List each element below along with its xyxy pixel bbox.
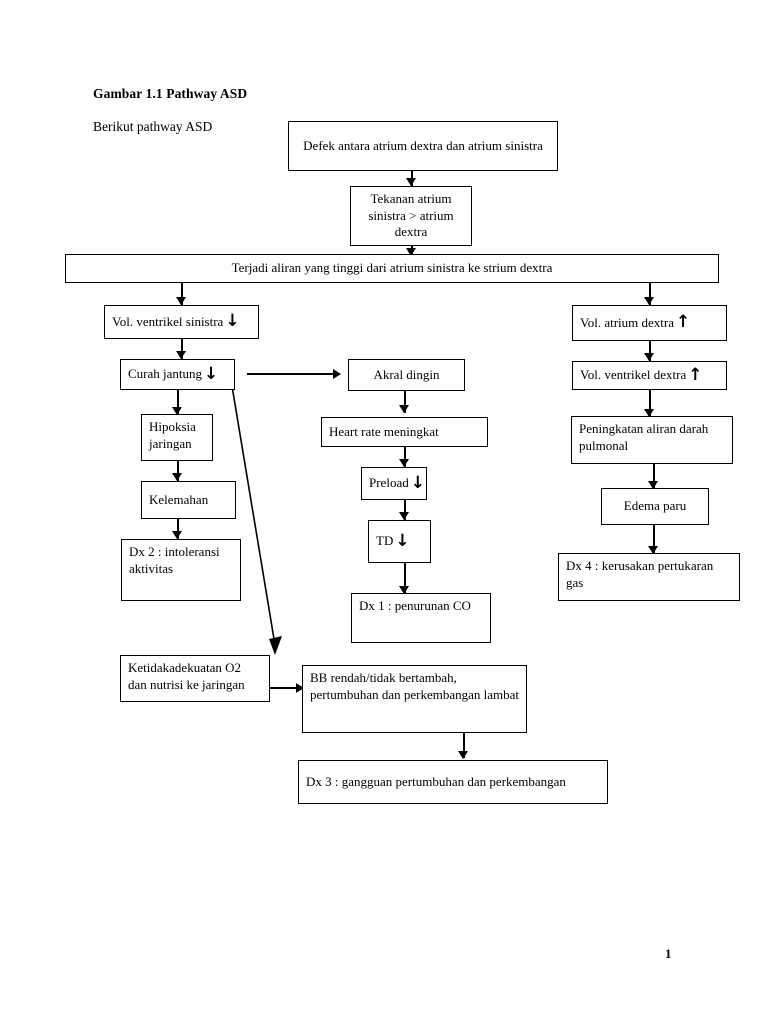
arrowhead-aliran-volad [644, 297, 654, 305]
arrowhead-volvd-peningkatan [644, 409, 654, 417]
node-defek[interactable]: Defek antara atrium dextra dan atrium si… [288, 121, 558, 171]
arrowhead-edema-dx4 [648, 546, 658, 554]
node-vol-atrium-dextra-label: Vol. atrium dextra [580, 314, 674, 330]
node-bb-rendah-label: BB rendah/tidak bertambah, pertumbuhan d… [310, 670, 520, 702]
node-hipoksia-jaringan[interactable]: Hipoksia jaringan [141, 414, 213, 461]
connector-td-dx1 [404, 563, 406, 593]
node-kelemahan-label: Kelemahan [149, 491, 209, 507]
node-dx4-label: Dx 4 : kerusakan pertukaran gas [566, 558, 714, 590]
arrowhead-kelemahan-dx2 [172, 531, 182, 539]
node-hipoksia-jaringan-label: Hipoksia jaringan [149, 419, 196, 451]
node-peningkatan-aliran-label: Peningkatan aliran darah pulmonal [579, 421, 709, 453]
node-vol-ventrikel-dextra-label: Vol. ventrikel dextra [580, 367, 687, 383]
connector-edema-dx4 [653, 525, 655, 553]
down-arrow-icon: ↓ [225, 311, 240, 332]
arrowhead-aliran-volvs [176, 297, 186, 305]
node-dx3-label: Dx 3 : gangguan pertumbuhan dan perkemba… [306, 773, 566, 789]
arrowhead-defek-tekanan [406, 178, 416, 186]
node-ketidakadekuatan-o2[interactable]: Ketidakadekuatan O2 dan nutrisi ke jarin… [120, 655, 270, 702]
node-dx4[interactable]: Dx 4 : kerusakan pertukaran gas [558, 553, 740, 601]
down-arrow-icon: ↓ [410, 472, 425, 493]
node-vol-ventrikel-sinistra[interactable]: Vol. ventrikel sinistra↓ [104, 305, 259, 339]
connector-ketidak-bb [270, 687, 302, 689]
arrowhead-curah-akral [333, 369, 341, 379]
connector-curah-akral [247, 373, 339, 375]
node-dx1[interactable]: Dx 1 : penurunan CO [351, 593, 491, 643]
connector-curah-ketidakadekuatan [230, 379, 282, 655]
node-heart-rate-meningkat[interactable]: Heart rate meningkat [321, 417, 488, 447]
node-akral-dingin-label: Akral dingin [373, 366, 440, 382]
node-dx1-label: Dx 1 : penurunan CO [359, 598, 471, 613]
node-edema-paru-label: Edema paru [623, 498, 687, 514]
connector-kelemahan-dx2 [177, 519, 179, 539]
node-kelemahan[interactable]: Kelemahan [141, 481, 236, 519]
page-title: Gambar 1.1 Pathway ASD [93, 86, 248, 101]
node-dx2-label: Dx 2 : intoleransi aktivitas [129, 544, 220, 576]
connector-volvs-curah [181, 339, 183, 359]
node-peningkatan-aliran[interactable]: Peningkatan aliran darah pulmonal [571, 416, 733, 464]
node-tekanan-atrium-label: Tekanan atrium sinistra > atrium dextra [368, 190, 454, 240]
node-tekanan-atrium[interactable]: Tekanan atrium sinistra > atrium dextra [350, 186, 472, 246]
arrowhead-tekanan-aliran [406, 248, 416, 256]
intro-text: Berikut pathway ASD [93, 119, 213, 134]
node-preload[interactable]: Preload↓ [361, 467, 427, 500]
node-akral-dingin[interactable]: Akral dingin [348, 359, 465, 391]
node-curah-jantung[interactable]: Curah jantung↓ [120, 359, 235, 390]
connector-curah-hipoksia [177, 390, 179, 414]
node-vol-atrium-dextra[interactable]: Vol. atrium dextra↑ [572, 305, 727, 341]
node-defek-label: Defek antara atrium dextra dan atrium si… [303, 137, 543, 153]
arrowhead-hipoksia-kelemahan [172, 473, 182, 481]
arrowhead-bb-dx3 [458, 751, 468, 759]
connector-volvd-peningkatan [649, 390, 651, 416]
node-bb-rendah[interactable]: BB rendah/tidak bertambah, pertumbuhan d… [302, 665, 527, 733]
connector-bb-dx3 [463, 733, 465, 758]
arrowhead-curah-hipoksia [172, 407, 182, 415]
node-td[interactable]: TD↓ [368, 520, 431, 563]
arrowhead-akral-heartrate [399, 405, 409, 413]
node-preload-label: Preload [369, 475, 409, 491]
node-dx2[interactable]: Dx 2 : intoleransi aktivitas [121, 539, 241, 601]
connector-akral-heartrate [404, 391, 406, 413]
arrowhead-volad-volvd [644, 353, 654, 361]
connector-aliran-volad [649, 283, 651, 305]
arrowhead-peningkatan-edema [648, 481, 658, 489]
connector-preload-td [404, 500, 406, 520]
down-arrow-icon: ↓ [395, 530, 410, 551]
connector-peningkatan-edema [653, 464, 655, 488]
connector-heartrate-preload [404, 447, 406, 467]
connector-aliran-volvs [181, 283, 183, 305]
arrowhead-preload-td [399, 512, 409, 520]
node-aliran-tinggi[interactable]: Terjadi aliran yang tinggi dari atrium s… [65, 254, 719, 283]
node-heart-rate-meningkat-label: Heart rate meningkat [329, 423, 439, 439]
down-arrow-icon: ↓ [204, 363, 219, 384]
page-number: 1 [665, 946, 672, 961]
node-dx3[interactable]: Dx 3 : gangguan pertumbuhan dan perkemba… [298, 760, 608, 804]
arrowhead-td-dx1 [399, 586, 409, 594]
node-ketidakadekuatan-o2-label: Ketidakadekuatan O2 dan nutrisi ke jarin… [128, 660, 245, 692]
node-td-label: TD [376, 533, 394, 549]
arrowhead-heartrate-preload [399, 459, 409, 467]
node-vol-ventrikel-sinistra-label: Vol. ventrikel sinistra [112, 313, 224, 329]
up-arrow-icon: ↑ [688, 364, 703, 385]
connector-hipoksia-kelemahan [177, 461, 179, 481]
node-vol-ventrikel-dextra[interactable]: Vol. ventrikel dextra↑ [572, 361, 727, 390]
node-edema-paru[interactable]: Edema paru [601, 488, 709, 525]
node-curah-jantung-label: Curah jantung [128, 366, 203, 382]
up-arrow-icon: ↑ [676, 312, 691, 333]
arrowhead-volvs-curah [176, 351, 186, 359]
node-aliran-tinggi-label: Terjadi aliran yang tinggi dari atrium s… [231, 260, 553, 276]
connector-volad-volvd [649, 341, 651, 361]
arrowhead-ketidak-bb [296, 683, 304, 693]
